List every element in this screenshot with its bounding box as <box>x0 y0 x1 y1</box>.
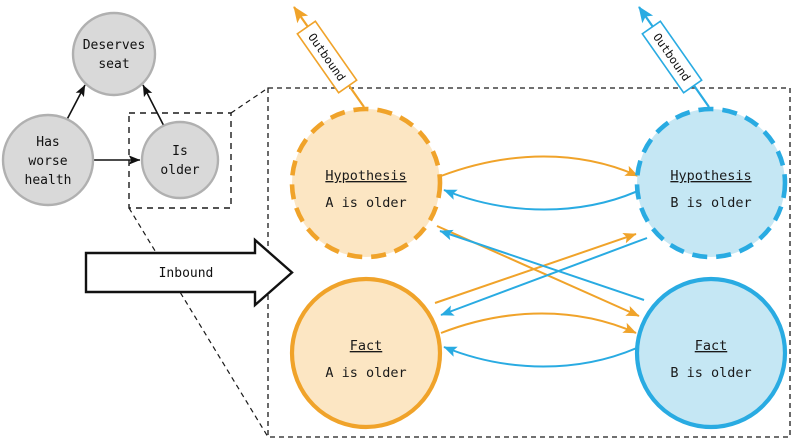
edge-hypB-to-factA <box>440 237 648 316</box>
node-has-worse-health-line3: health <box>25 173 72 188</box>
edge-factA-to-hypB <box>434 232 637 304</box>
node-fact-b-statement: B is older <box>670 365 751 381</box>
outbound-label-left-box <box>296 20 358 94</box>
is-older-selection-box[interactable] <box>128 112 232 209</box>
edge-hypB-to-hypA <box>443 189 641 211</box>
node-hypothesis-b[interactable]: Hypothesis B is older <box>634 106 788 260</box>
edge-factB-to-hypA <box>439 229 645 301</box>
node-fact-a[interactable]: Fact A is older <box>289 276 443 430</box>
node-is-older-line2: older <box>160 163 199 178</box>
node-deserves-seat[interactable]: Deserves seat <box>71 11 157 97</box>
inbound-arrow[interactable]: Inbound <box>84 237 294 308</box>
node-deserves-seat-line1: Deserves <box>83 38 146 53</box>
node-fact-b[interactable]: Fact B is older <box>634 276 788 430</box>
causal-graph: Deserves seat Has worse health Is older <box>1 11 232 209</box>
zoom-leader-lines <box>128 87 269 438</box>
node-fact-a-title: Fact <box>350 338 383 354</box>
inbound-label: Inbound <box>159 266 214 281</box>
outbound-arrow-left[interactable]: Outbound <box>293 6 365 108</box>
leader-line-top <box>230 87 269 114</box>
edge-factB-to-factA <box>443 346 640 368</box>
node-fact-a-circle <box>289 276 443 430</box>
node-hypothesis-a[interactable]: Hypothesis A is older <box>289 106 443 260</box>
node-hypothesis-a-statement: A is older <box>325 195 406 211</box>
node-hypothesis-b-circle <box>634 106 788 260</box>
node-is-older-line1: Is <box>172 144 188 159</box>
node-hypothesis-a-title: Hypothesis <box>325 168 406 184</box>
node-has-worse-health[interactable]: Has worse health <box>1 113 95 207</box>
node-fact-b-circle <box>634 276 788 430</box>
leader-line-bottom <box>128 207 269 438</box>
node-hypothesis-a-circle <box>289 106 443 260</box>
edge-hypA-to-hypB <box>440 155 639 177</box>
outbound-arrow-right[interactable]: Outbound <box>638 6 710 108</box>
main-panel-edges <box>434 155 648 368</box>
node-deserves-seat-line2: seat <box>98 57 129 72</box>
outbound-label-right-box <box>641 20 703 94</box>
edge-factA-to-factB <box>440 312 637 334</box>
node-fact-b-title: Fact <box>695 338 728 354</box>
node-is-older[interactable]: Is older <box>140 120 220 200</box>
node-has-worse-health-line1: Has <box>36 135 59 150</box>
node-hypothesis-b-title: Hypothesis <box>670 168 751 184</box>
node-hypothesis-b-statement: B is older <box>670 195 751 211</box>
node-fact-a-statement: A is older <box>325 365 406 381</box>
node-has-worse-health-line2: worse <box>28 154 67 169</box>
